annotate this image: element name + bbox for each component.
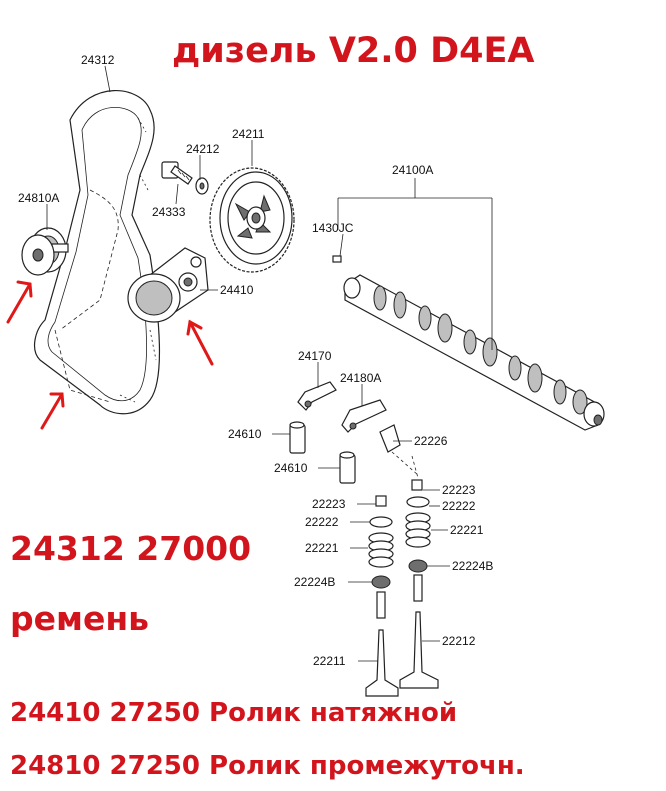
valve-train-left [365, 495, 399, 697]
label-22211: 22211 [313, 654, 346, 668]
rocker-arm-24180A [341, 399, 387, 433]
label-22223-right: 22223 [442, 483, 476, 497]
label-22223-left: 22223 [312, 497, 346, 511]
belt-part-number: 24312 27000 [10, 529, 251, 568]
bolt [161, 161, 193, 185]
tensioner-roller [127, 247, 209, 323]
label-24410: 24410 [220, 283, 254, 297]
arrow-tensioner [186, 319, 214, 366]
camshaft-sprocket [209, 167, 295, 273]
washer [195, 177, 209, 195]
arrow-belt [40, 392, 65, 430]
idler-part-line: 24810 27250 Ролик промежуточн. [10, 751, 525, 781]
label-22222-left: 22222 [305, 515, 339, 529]
belt-name: ремень [10, 599, 149, 638]
engine-title: дизель V2.0 D4EA [172, 31, 535, 71]
label-22221-right: 22221 [450, 523, 484, 537]
idler-roller [21, 227, 69, 276]
label-24211: 24211 [232, 127, 265, 141]
pin [332, 255, 342, 263]
tensioner-part-line: 24410 27250 Ролик натяжной [10, 698, 457, 728]
label-22222-right: 22222 [442, 499, 476, 513]
label-24170: 24170 [298, 349, 332, 363]
lash-adjuster-2 [339, 451, 356, 484]
lash-adjuster-1 [289, 421, 306, 454]
label-22212: 22212 [442, 634, 476, 648]
camshaft [332, 255, 605, 431]
label-24333: 24333 [152, 205, 186, 219]
label-1430JC: 1430JC [312, 221, 354, 235]
label-24810A: 24810A [18, 191, 59, 205]
valve-train-right [379, 424, 439, 689]
label-22224B-right: 22224B [452, 559, 493, 573]
rocker-arm-24170 [297, 381, 337, 411]
label-22221-left: 22221 [305, 541, 339, 555]
label-24180A: 24180A [340, 371, 381, 385]
label-22224B-left: 22224B [294, 575, 335, 589]
label-24610-b: 24610 [274, 461, 308, 475]
timing-belt [33, 90, 161, 415]
label-24312: 24312 [81, 53, 115, 67]
arrow-idler [6, 280, 33, 324]
label-24212: 24212 [186, 142, 220, 156]
label-22226: 22226 [414, 434, 448, 448]
label-24610-a: 24610 [228, 427, 262, 441]
label-24100A: 24100A [392, 163, 433, 177]
leader-lines [46, 65, 493, 662]
